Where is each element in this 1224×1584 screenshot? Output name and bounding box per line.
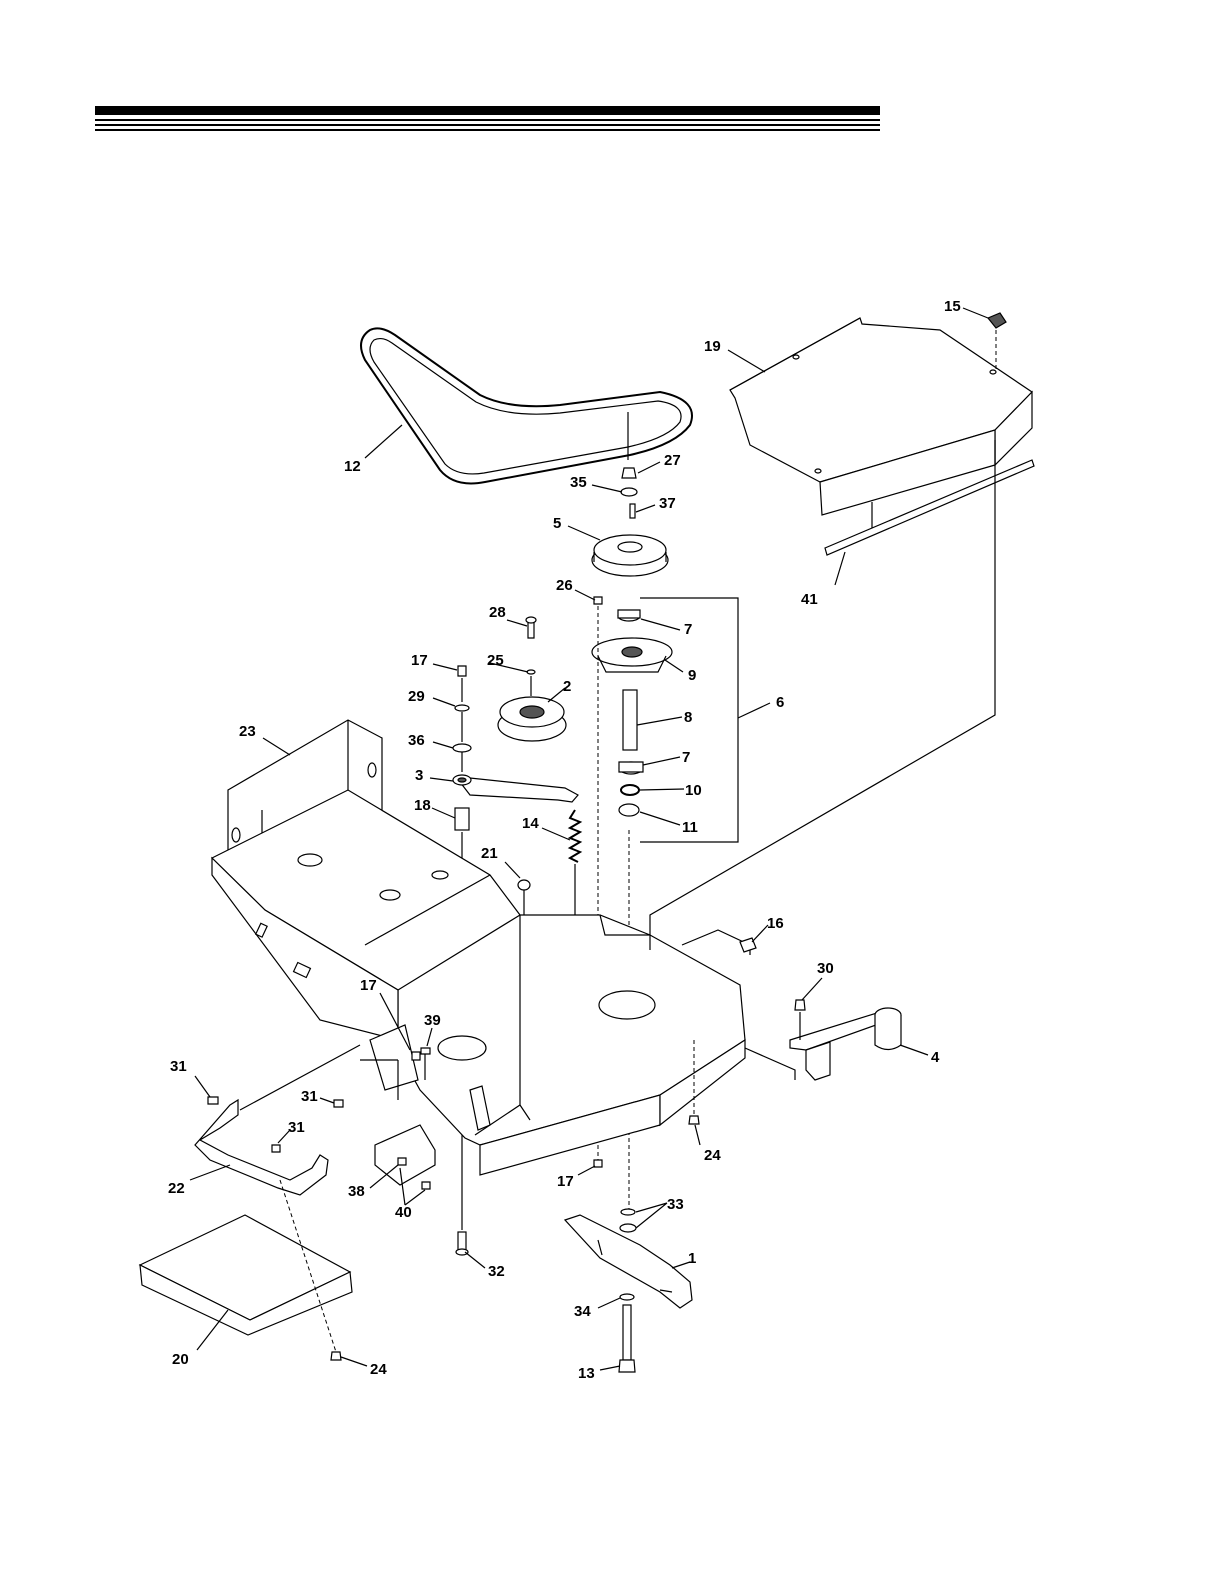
deck-bracket-left (195, 1045, 360, 1195)
callout-16: 16 (767, 915, 784, 932)
blower-cover (730, 318, 1032, 530)
callout-33: 33 (667, 1196, 684, 1213)
callout-17-middle: 17 (360, 977, 377, 994)
callout-21: 21 (481, 845, 498, 862)
callout-8: 8 (684, 709, 692, 726)
callout-41: 41 (801, 591, 818, 608)
callout-3: 3 (415, 767, 423, 784)
callout-15: 15 (944, 298, 961, 315)
callout-37: 37 (659, 495, 676, 512)
drive-belt (361, 328, 692, 483)
height-bracket (375, 1125, 435, 1189)
callout-7-top: 7 (684, 621, 692, 638)
idler-arm (453, 775, 578, 802)
callout-13: 13 (578, 1365, 595, 1382)
mower-deck (212, 790, 745, 1175)
callout-38: 38 (348, 1183, 365, 1200)
discharge-chute (140, 1180, 352, 1360)
callout-28: 28 (489, 604, 506, 621)
callout-22: 22 (168, 1180, 185, 1197)
cover-knob (988, 313, 1006, 372)
callout-19: 19 (704, 338, 721, 355)
callout-31-middle: 31 (301, 1088, 318, 1105)
callout-26: 26 (556, 577, 573, 594)
caster-arm (745, 1000, 901, 1080)
callout-36: 36 (408, 732, 425, 749)
callout-7-bottom: 7 (682, 749, 690, 766)
callout-20: 20 (172, 1351, 189, 1368)
callout-10: 10 (685, 782, 702, 799)
bolt-32 (456, 1232, 468, 1255)
callout-30: 30 (817, 960, 834, 977)
callout-32: 32 (488, 1263, 505, 1280)
callout-34: 34 (574, 1303, 591, 1320)
callout-40: 40 (395, 1204, 412, 1221)
idler-pulley (498, 617, 566, 741)
callout-18: 18 (414, 797, 431, 814)
callout-17-top: 17 (411, 652, 428, 669)
callout-23: 23 (239, 723, 256, 740)
callout-14: 14 (522, 815, 539, 832)
callout-25: 25 (487, 652, 504, 669)
callout-5: 5 (553, 515, 561, 532)
callout-29: 29 (408, 688, 425, 705)
callout-12: 12 (344, 458, 361, 475)
callout-31-right: 31 (288, 1119, 305, 1136)
callout-35: 35 (570, 474, 587, 491)
callout-17-bottom: 17 (557, 1173, 574, 1190)
callout-39: 39 (424, 1012, 441, 1029)
callout-9: 9 (688, 667, 696, 684)
callout-11: 11 (682, 819, 698, 836)
callout-24-bottom: 24 (370, 1361, 387, 1378)
callout-24-right: 24 (704, 1147, 721, 1164)
callout-31-left: 31 (170, 1058, 187, 1075)
callout-6: 6 (776, 694, 784, 711)
callout-27: 27 (664, 452, 681, 469)
callout-2: 2 (563, 678, 571, 695)
callout-4: 4 (931, 1049, 940, 1066)
baffle-bracket (650, 440, 995, 955)
callout-1: 1 (688, 1250, 696, 1267)
mower-blade (565, 1209, 692, 1372)
